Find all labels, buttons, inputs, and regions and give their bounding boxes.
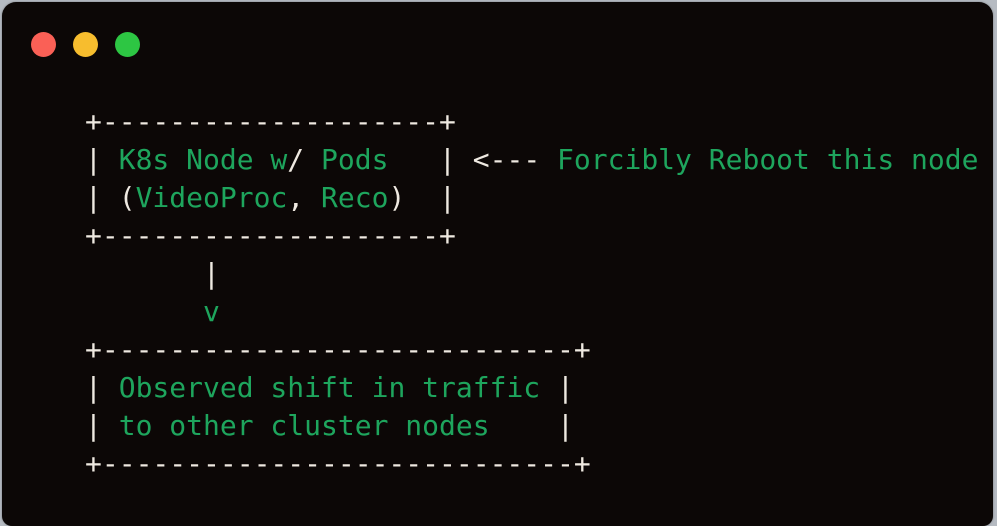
close-button-icon[interactable] bbox=[31, 32, 56, 57]
minimize-button-icon[interactable] bbox=[73, 32, 98, 57]
text-segment: +----------------------------+ bbox=[85, 447, 591, 480]
text-segment: v bbox=[203, 295, 220, 328]
text-segment bbox=[85, 295, 203, 328]
diagram-line: | (VideoProc, Reco) | bbox=[85, 179, 978, 217]
text-segment: | bbox=[85, 371, 119, 404]
diagram-line: | bbox=[85, 255, 978, 293]
text-segment: to other cluster nodes bbox=[118, 409, 490, 442]
text-segment: +--------------------+ bbox=[85, 219, 456, 252]
text-segment: | bbox=[540, 371, 574, 404]
text-segment: | bbox=[85, 409, 119, 442]
text-segment: Pods bbox=[304, 143, 389, 176]
diagram-line: | to other cluster nodes | bbox=[85, 407, 978, 445]
text-segment: | <--- bbox=[388, 143, 558, 176]
ascii-diagram: +--------------------+| K8s Node w/ Pods… bbox=[85, 103, 978, 483]
text-segment: VideoProc bbox=[135, 181, 288, 214]
diagram-line: +----------------------------+ bbox=[85, 445, 978, 483]
text-segment: K8s Node w bbox=[118, 143, 288, 176]
text-segment: ) | bbox=[388, 181, 456, 214]
diagram-line: +----------------------------+ bbox=[85, 331, 978, 369]
text-segment: Reco bbox=[304, 181, 389, 214]
diagram-line: v bbox=[85, 293, 978, 331]
diagram-line: | Observed shift in traffic | bbox=[85, 369, 978, 407]
text-segment: , bbox=[287, 181, 305, 214]
diagram-line: +--------------------+ bbox=[85, 217, 978, 255]
window-titlebar[interactable] bbox=[2, 2, 993, 57]
diagram-line: +--------------------+ bbox=[85, 103, 978, 141]
text-segment: +--------------------+ bbox=[85, 105, 456, 138]
text-segment: | ( bbox=[85, 181, 136, 214]
text-segment: +----------------------------+ bbox=[85, 333, 591, 366]
maximize-button-icon[interactable] bbox=[115, 32, 140, 57]
text-segment: | bbox=[489, 409, 574, 442]
text-segment: Forcibly Reboot this node bbox=[557, 143, 979, 176]
text-segment: Observed shift in traffic bbox=[118, 371, 541, 404]
text-segment: | bbox=[85, 257, 220, 290]
text-segment: / bbox=[287, 143, 305, 176]
diagram-line: | K8s Node w/ Pods | <--- Forcibly Reboo… bbox=[85, 141, 978, 179]
text-segment: | bbox=[85, 143, 119, 176]
